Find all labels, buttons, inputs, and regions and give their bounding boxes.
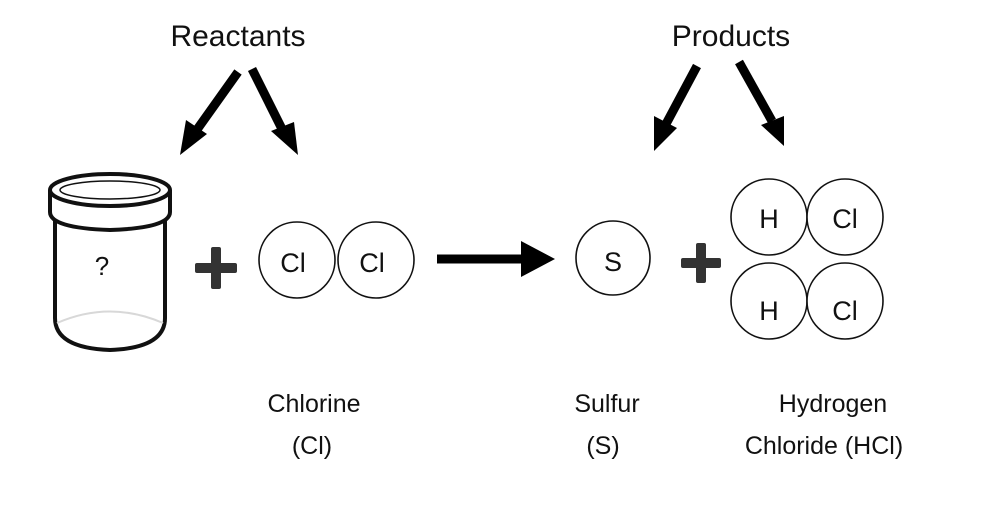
sulfur-caption-name: Sulfur bbox=[574, 390, 639, 418]
chlorine-atom-2-label: Cl bbox=[359, 248, 385, 278]
chlorine-caption-formula: (Cl) bbox=[292, 432, 332, 460]
products-heading: Products bbox=[672, 20, 790, 53]
chlorine-atom-1 bbox=[258, 221, 336, 299]
hydrogen-chloride-caption-line2: Chloride (HCl) bbox=[745, 432, 903, 460]
hydrogen-chloride-molecule-1: H Cl bbox=[730, 178, 884, 256]
chlorine-atom-2 bbox=[337, 221, 415, 299]
sulfur-caption-formula: (S) bbox=[586, 432, 619, 460]
hcl-2-hydrogen-label: H bbox=[759, 296, 779, 326]
sulfur-atom: S bbox=[575, 220, 651, 296]
chlorine-caption-name: Chlorine bbox=[267, 390, 360, 418]
hcl-1-hydrogen-label: H bbox=[759, 204, 779, 234]
arrow-to-sulfur bbox=[654, 63, 701, 151]
reaction-arrow bbox=[437, 241, 555, 277]
hcl-2-chlorine-label: Cl bbox=[832, 296, 858, 326]
unknown-reactant-symbol: ? bbox=[95, 251, 109, 281]
arrow-to-unknown-reactant bbox=[180, 69, 242, 155]
hydrogen-chloride-caption-line1: Hydrogen bbox=[779, 390, 887, 418]
products-pointer-arrows bbox=[654, 59, 784, 151]
hcl-1-chlorine-label: Cl bbox=[832, 204, 858, 234]
chlorine-atom-1-label: Cl bbox=[280, 248, 306, 278]
hydrogen-chloride-molecule-2: H Cl bbox=[730, 262, 884, 340]
reactants-pointer-arrows bbox=[180, 66, 298, 155]
unknown-reactant-jar: ? bbox=[48, 172, 172, 353]
reactants-heading: Reactants bbox=[170, 20, 305, 53]
arrow-to-chlorine bbox=[247, 66, 298, 155]
plus-sign-products bbox=[681, 243, 721, 283]
sulfur-atom-label: S bbox=[604, 247, 622, 277]
arrow-to-hydrogen-chloride bbox=[735, 59, 784, 146]
chlorine-molecule: Cl Cl bbox=[258, 221, 415, 299]
plus-sign-reactants bbox=[195, 247, 237, 289]
